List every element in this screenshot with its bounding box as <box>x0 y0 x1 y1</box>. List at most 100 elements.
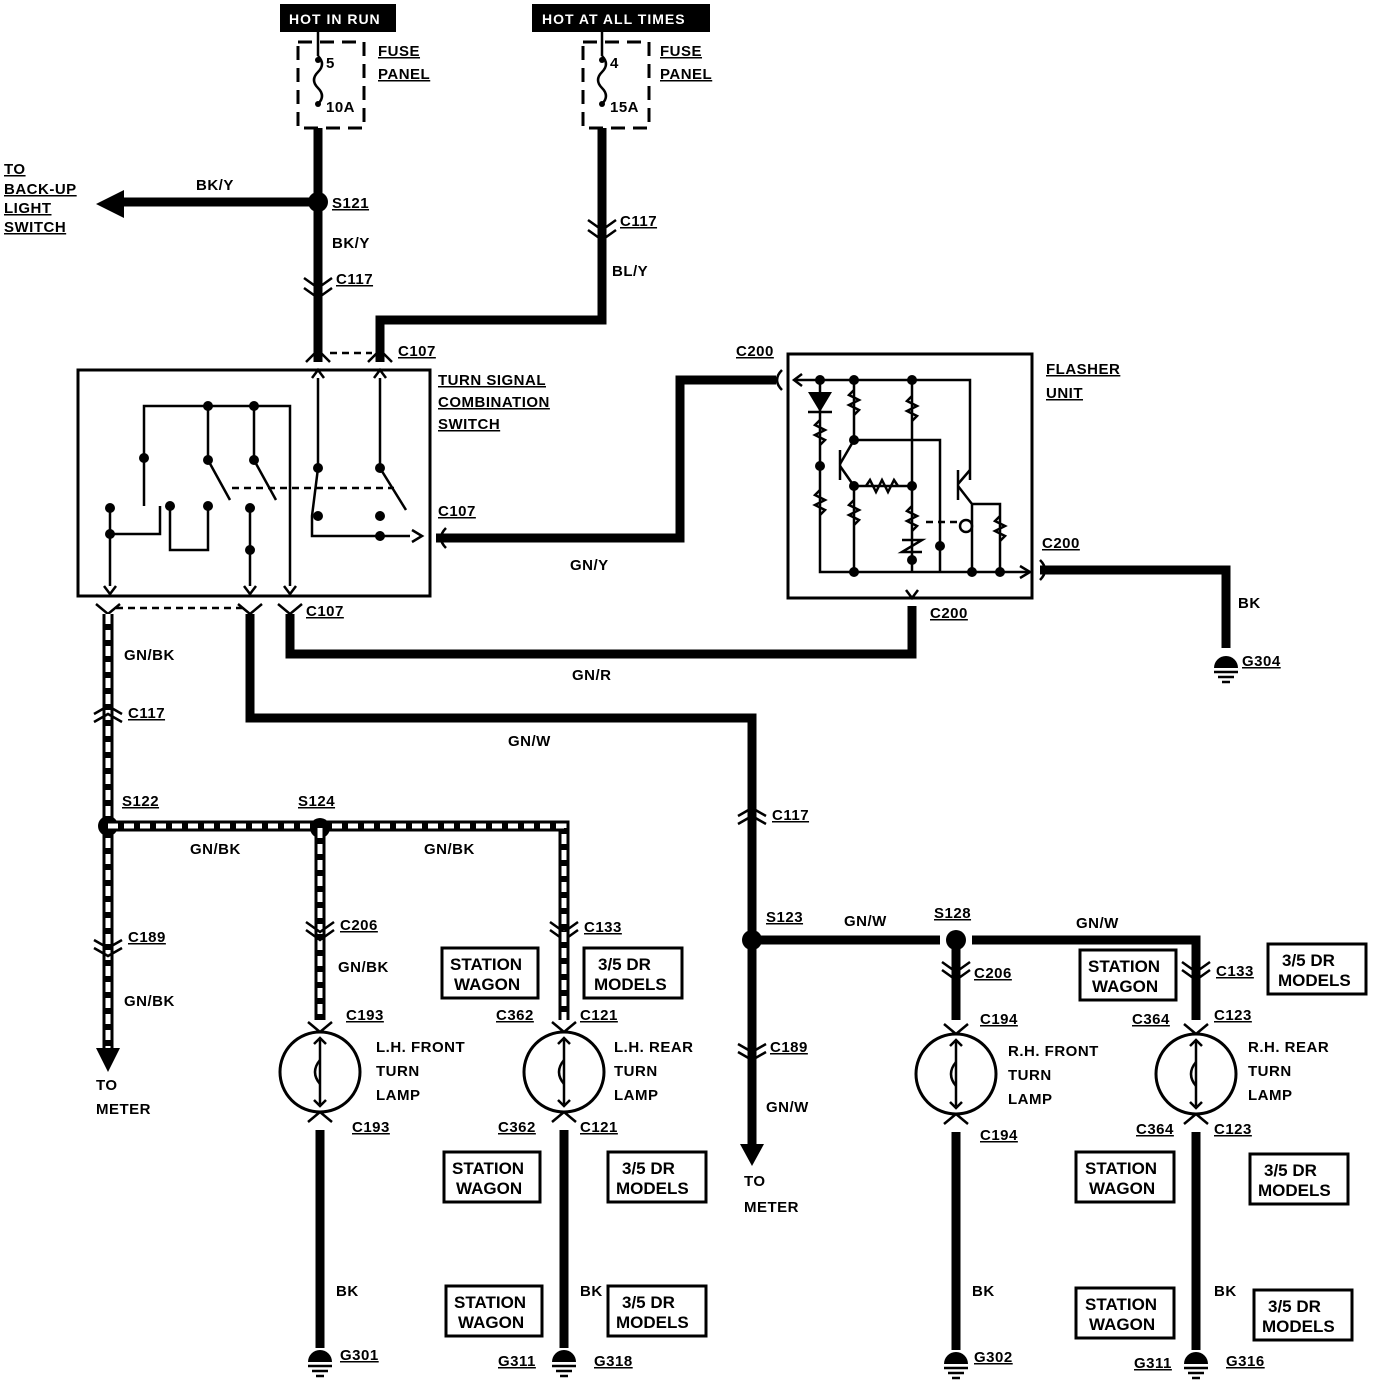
wire-gnr <box>285 606 917 659</box>
connector-c189-right-label: C189 <box>770 1039 808 1056</box>
wire-label-gnw-2: GN/W <box>766 1099 809 1116</box>
connector-c107-bottom <box>95 603 303 616</box>
to-meter-right-2: METER <box>744 1199 799 1216</box>
to-meter-left-arrow <box>96 1048 120 1072</box>
lh-rear-lamp-icon <box>522 1021 606 1123</box>
models-box-3-l2: MODELS <box>616 1313 689 1332</box>
flasher-label-1: FLASHER <box>1046 361 1120 378</box>
rh-rear-label-2: TURN <box>1248 1063 1292 1080</box>
wire-bk-flasher <box>1040 565 1231 648</box>
lh-front-label-2: TURN <box>376 1063 420 1080</box>
lh-front-label-3: LAMP <box>376 1087 421 1104</box>
models-box-3-l1: 3/5 DR <box>622 1293 675 1312</box>
models-box-1-l1: 3/5 DR <box>598 955 651 974</box>
connector-c200-right-label: C200 <box>1042 535 1080 552</box>
to-meter-left-1: TO <box>96 1077 118 1094</box>
connector-c194-bottom-label: C194 <box>980 1127 1018 1144</box>
lh-rear-label-2: TURN <box>614 1063 658 1080</box>
models-box-6-l2: MODELS <box>1262 1317 1335 1336</box>
fuse-left-label-2: PANEL <box>378 66 430 83</box>
models-box-4 <box>1266 942 1368 996</box>
station-wagon-box-1-l1: STATION <box>450 955 522 974</box>
wire-label-gnbk-1: GN/BK <box>124 647 175 664</box>
splice-s121 <box>308 192 328 212</box>
connector-c200-top-label: C200 <box>736 343 774 360</box>
ground-g311-right-icon <box>1184 1352 1208 1380</box>
wire-label-gny: GN/Y <box>570 557 609 574</box>
ground-g302-label: G302 <box>974 1349 1013 1366</box>
wire-label-gnw-1: GN/W <box>508 733 551 750</box>
station-wagon-box-4-l1: STATION <box>1088 957 1160 976</box>
rh-front-lamp-icon <box>914 1023 998 1125</box>
connector-c200-top <box>775 369 783 391</box>
backup-label-4: SWITCH <box>4 219 66 236</box>
rh-front-label-2: TURN <box>1008 1067 1052 1084</box>
station-wagon-box-6-l1: STATION <box>1085 1295 1157 1314</box>
splice-s122-label: S122 <box>122 793 159 810</box>
lh-front-label-1: L.H. FRONT <box>376 1039 465 1056</box>
rh-front-label-3: LAMP <box>1008 1091 1053 1108</box>
models-box-6 <box>1252 1288 1354 1342</box>
ground-g316-label: G316 <box>1226 1353 1265 1370</box>
wire-label-bk-lh-rear: BK <box>580 1283 603 1300</box>
wire-label-bky-2: BK/Y <box>332 235 370 252</box>
ground-g304-label: G304 <box>1242 653 1281 670</box>
ground-g301-label: G301 <box>340 1347 379 1364</box>
hot-in-run-header: HOT IN RUN <box>289 11 381 27</box>
connector-c200-bottom-label: C200 <box>930 605 968 622</box>
fuse-right: 4 15A FUSE PANEL <box>581 32 712 130</box>
connector-c206-right <box>941 960 971 982</box>
connector-c107-bottom-label: C107 <box>306 603 344 620</box>
fuse-left-rating: 10A <box>326 99 355 116</box>
wire-label-gnbk-4: GN/BK <box>124 993 175 1010</box>
turn-signal-switch <box>76 367 432 598</box>
wire-label-gnbk-2: GN/BK <box>190 841 241 858</box>
connector-c117-lower-right-label: C117 <box>772 807 809 824</box>
connector-c117-right-label: C117 <box>620 213 657 230</box>
splice-s121-label: S121 <box>332 195 369 212</box>
wire-bly <box>375 128 607 362</box>
wire-label-gnbk-5: GN/BK <box>338 959 389 976</box>
backup-arrow <box>96 190 124 218</box>
models-box-1-l2: MODELS <box>594 975 667 994</box>
connector-c107-right-label: C107 <box>438 503 476 520</box>
wire-label-bk-lh-front: BK <box>336 1283 359 1300</box>
station-wagon-box-1-l2: WAGON <box>454 975 520 994</box>
fuse-right-label-1: FUSE <box>660 43 702 60</box>
fuse-right-label-2: PANEL <box>660 66 712 83</box>
connector-c193-top-label: C193 <box>346 1007 384 1024</box>
models-box-2-l1: 3/5 DR <box>622 1159 675 1178</box>
wire-label-gnw-3: GN/W <box>844 913 887 930</box>
wire-label-bk-rh-front: BK <box>972 1283 995 1300</box>
to-meter-left-2: METER <box>96 1101 151 1118</box>
lh-rear-label-1: L.H. REAR <box>614 1039 694 1056</box>
connector-c133-right-label: C133 <box>1216 963 1254 980</box>
flasher-label-2: UNIT <box>1046 385 1083 402</box>
connector-c107-top <box>305 348 393 363</box>
wire-label-bky-1: BK/Y <box>196 177 234 194</box>
wire-gnbk-horizontal <box>108 820 570 932</box>
ground-g311-left-label: G311 <box>498 1353 536 1370</box>
splice-s128-label: S128 <box>934 905 971 922</box>
connector-c206-left-label: C206 <box>340 917 378 934</box>
connector-c117-lower-left <box>93 704 123 724</box>
connector-c189-left <box>93 938 123 958</box>
station-wagon-box-5 <box>1074 1150 1176 1204</box>
models-box-2 <box>606 1150 708 1204</box>
hot-in-run-header-bg <box>280 4 396 32</box>
models-box-5-l1: 3/5 DR <box>1264 1161 1317 1180</box>
connector-c117-lower-left-label: C117 <box>128 705 165 722</box>
station-wagon-box-2-l1: STATION <box>452 1159 524 1178</box>
models-box-6-l1: 3/5 DR <box>1268 1297 1321 1316</box>
connector-c194-top-label: C194 <box>980 1011 1018 1028</box>
turn-switch-label-1: TURN SIGNAL <box>438 372 546 389</box>
models-box-1 <box>582 946 684 1000</box>
connector-c193-bottom-label: C193 <box>352 1119 390 1136</box>
connector-c364-top-label: C364 <box>1132 1011 1170 1028</box>
splice-s123-label: S123 <box>766 909 803 926</box>
station-wagon-box-2-l2: WAGON <box>456 1179 522 1198</box>
to-meter-right-arrow <box>740 1144 764 1166</box>
station-wagon-box-4 <box>1078 948 1178 1002</box>
wire-label-gnbk-3: GN/BK <box>424 841 475 858</box>
